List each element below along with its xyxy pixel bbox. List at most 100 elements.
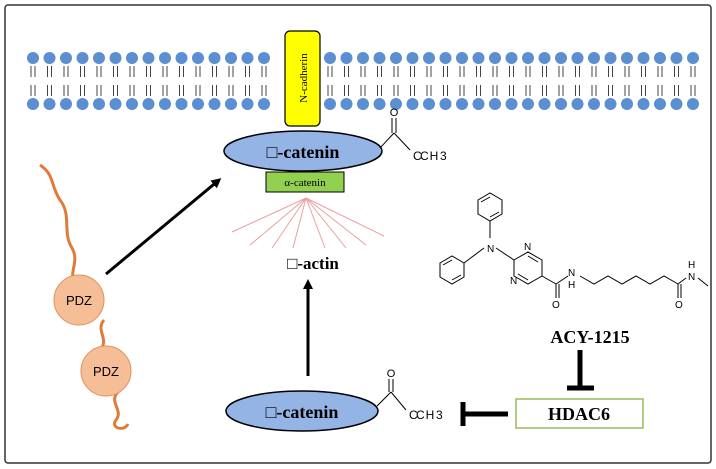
atom-n-amide-1: N (568, 268, 575, 279)
lipid-head (670, 98, 683, 110)
lipid-head (192, 98, 204, 110)
lipid-head (588, 98, 600, 110)
lipid-head (76, 98, 89, 110)
atom-h-amide-2: H (688, 260, 695, 271)
atom-o-amide-1: O (552, 300, 560, 311)
lipid-head (406, 52, 419, 64)
lipid-head (423, 98, 435, 110)
acetyl-subscript: 3 (440, 149, 447, 163)
catenin-label: □-catenin (267, 142, 340, 162)
lipid-head (159, 52, 171, 64)
lipid-head (324, 52, 336, 64)
free-catenin-label: □-catenin (266, 402, 339, 422)
lipid-head (654, 98, 666, 110)
lipid-head (687, 52, 699, 64)
lipid-head (621, 52, 633, 64)
acy1215-structure (439, 192, 709, 298)
lipid-head (439, 98, 452, 110)
lipid-head (373, 98, 386, 110)
pdz-protein: PDZ PDZ (39, 163, 132, 430)
actin-filament (305, 197, 326, 249)
pdz-domain-2 (80, 345, 132, 397)
atom-n-amide-2: N (688, 272, 695, 283)
n-cadherin: N-cadherin (284, 30, 321, 127)
inhibition-hdac6-to-catenin (460, 402, 508, 426)
phenyl-ring-top (477, 192, 503, 222)
lipid-head (472, 52, 485, 64)
lipid-head (604, 52, 617, 64)
actin-filaments (231, 197, 385, 249)
lipid-head (390, 98, 402, 110)
alpha-catenin-label: α-catenin (284, 177, 326, 189)
n-cadherin-label: N-cadherin (298, 53, 310, 103)
lipid-head (142, 52, 155, 64)
lipid-head (27, 52, 39, 64)
lipid-head (93, 52, 105, 64)
lipid-head (555, 52, 567, 64)
atom-h-amide-1: H (568, 280, 575, 291)
atom-o-amide-2: O (675, 300, 683, 311)
lipid-head (126, 98, 138, 110)
lipid-head (637, 98, 650, 110)
lipid-head (439, 52, 452, 64)
lipid-head (505, 52, 518, 64)
pdz-domain-1 (53, 274, 105, 326)
lipid-head (340, 98, 353, 110)
catenin-free: □-catenin (225, 390, 379, 432)
lipid-head (60, 98, 72, 110)
lipid-head (637, 52, 650, 64)
lipid-head (357, 52, 369, 64)
lipid-head (489, 52, 501, 64)
lipid-head (456, 98, 468, 110)
lipid-head (555, 98, 567, 110)
lipid-head (621, 98, 633, 110)
acy1215-label: ACY-1215 (550, 327, 629, 347)
lipid-head (208, 98, 221, 110)
lipid-head (109, 98, 122, 110)
acetyl-group-top: O C CH 3 (379, 107, 447, 163)
lipid-head (489, 98, 501, 110)
lipid-head (324, 98, 336, 110)
lipid-head (505, 98, 518, 110)
atom-n-amine: N (487, 244, 494, 255)
lipid-head (373, 52, 386, 64)
actin-filament (249, 197, 307, 246)
alpha-catenin: α-catenin (265, 171, 345, 193)
inhibition-acy1215-to-hdac6 (567, 350, 594, 391)
hdac6-enzyme: HDAC6 (515, 398, 644, 429)
acetyl-oxygen-2: O (387, 368, 396, 380)
acetyl-subscript-2: 3 (436, 408, 443, 422)
lipid-head (43, 98, 56, 110)
lipid-head (522, 52, 534, 64)
lipid-head (60, 52, 72, 64)
actin-filament (305, 197, 367, 246)
acy1215-atoms: N N N O N H O N H (487, 242, 695, 311)
lipid-head (76, 52, 89, 64)
lipid-head (340, 52, 353, 64)
actin-label: □-actin (287, 254, 339, 273)
lipid-head (225, 98, 237, 110)
lipid-head (27, 98, 39, 110)
lipid-head (142, 98, 155, 110)
lipid-head (241, 98, 254, 110)
lipid-head (258, 98, 270, 110)
acetyl-methyl-2: CH (416, 408, 435, 422)
lipid-head (670, 52, 683, 64)
acetyl-methyl: CH (420, 149, 439, 163)
acetyl-group-bottom: O C CH 3 (376, 368, 443, 422)
actin-filament (271, 197, 307, 249)
acetyl-carbon: C (413, 149, 422, 163)
actin-filament (305, 197, 347, 249)
lipid-head (406, 98, 419, 110)
lipid-head (225, 52, 237, 64)
pdz-domain-2-label: PDZ (93, 364, 119, 379)
atom-n-ring-2: N (510, 276, 517, 287)
actin-filament (231, 197, 307, 233)
lipid-head (423, 52, 435, 64)
lipid-head (109, 52, 122, 64)
phenyl-ring-left (439, 255, 465, 285)
lipid-head (159, 98, 171, 110)
lipid-head (258, 52, 270, 64)
cell-membrane (27, 52, 699, 110)
lipid-head (571, 52, 584, 64)
